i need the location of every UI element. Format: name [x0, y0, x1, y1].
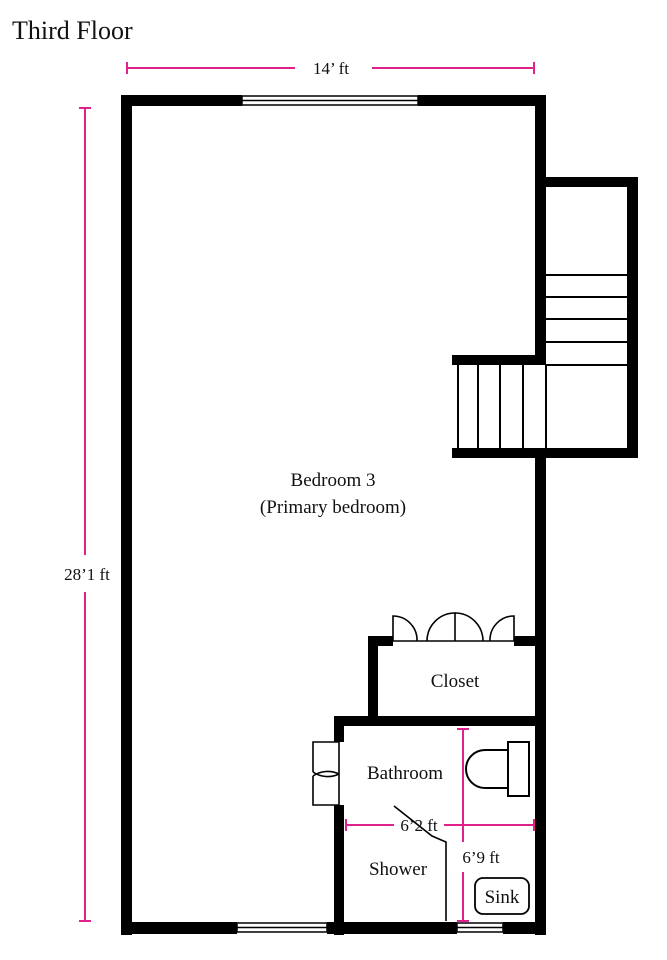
bathroom-door [312, 741, 340, 806]
bath-width-dimension-label: 6’2 ft [400, 816, 438, 835]
dimension-lines [79, 62, 535, 922]
sink-fixture [474, 877, 530, 915]
bedroom-sublabel: (Primary bedroom) [260, 497, 406, 518]
page-title: Third Floor [12, 16, 133, 45]
toilet [465, 741, 530, 797]
stairs [457, 274, 627, 448]
bath-height-dimension-label: 6’9 ft [462, 848, 500, 867]
bathroom-label: Bathroom [367, 763, 443, 784]
height-dimension-label: 28’1 ft [64, 565, 110, 584]
shower-label: Shower [369, 859, 428, 880]
closet-label: Closet [431, 671, 480, 692]
bedroom-label: Bedroom 3 [291, 470, 376, 491]
windows [236, 95, 504, 933]
width-dimension-label: 14’ ft [313, 59, 349, 78]
sink-label: Sink [485, 887, 520, 908]
closet-doors [392, 612, 515, 642]
walls [121, 95, 638, 935]
shower-divider [393, 805, 447, 921]
